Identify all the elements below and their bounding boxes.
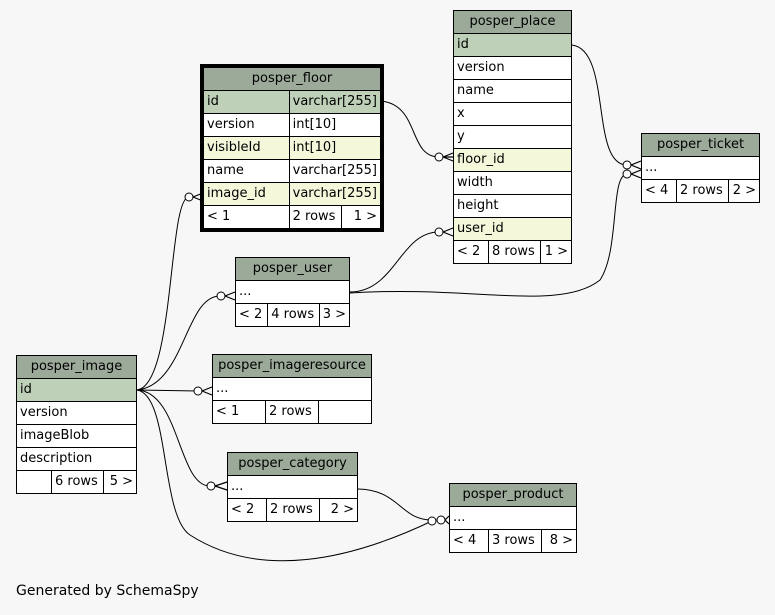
- table-title: posper_imageresource: [212, 354, 372, 378]
- column-name: x: [453, 102, 572, 126]
- row-count: 3 rows: [488, 529, 542, 553]
- column-name: version: [16, 401, 137, 425]
- column-name: user_id: [453, 217, 572, 241]
- column-name: id: [453, 33, 572, 57]
- column-name: id: [16, 378, 137, 402]
- table-title: posper_place: [453, 10, 572, 34]
- table-title: posper_image: [16, 355, 137, 379]
- children-count[interactable]: 1 >: [540, 240, 572, 264]
- column-type: varchar[255]: [288, 182, 382, 206]
- column-name: description: [16, 447, 137, 471]
- edge-image-imageresource: [136, 389, 199, 392]
- children-count[interactable]: 5 >: [103, 470, 137, 494]
- column-name: y: [453, 125, 572, 149]
- generated-by-caption: Generated by SchemaSpy: [16, 583, 199, 599]
- parents-count[interactable]: < 1: [212, 400, 266, 424]
- edge-user-place: [349, 231, 440, 293]
- column-name: ...: [641, 156, 760, 180]
- table-title: posper_ticket: [641, 133, 760, 157]
- children-count[interactable]: 8 >: [541, 529, 577, 553]
- column-type: varchar[255]: [288, 90, 382, 114]
- edge-place-ticket: [571, 44, 628, 166]
- column-name: ...: [227, 475, 358, 499]
- column-type: int[10]: [288, 113, 382, 137]
- column-name: ...: [449, 506, 577, 530]
- children-count[interactable]: 1 >: [340, 205, 382, 229]
- table-posper-image[interactable]: posper_image id version imageBlob descri…: [16, 355, 137, 494]
- row-count: 4 rows: [267, 303, 320, 327]
- children-count[interactable]: 2 >: [319, 498, 358, 522]
- parents-count[interactable]: < 2: [453, 240, 489, 264]
- parents-count[interactable]: < 2: [227, 498, 267, 522]
- parents-count[interactable]: [16, 470, 52, 494]
- row-count: 8 rows: [488, 240, 541, 264]
- parents-count[interactable]: < 2: [234, 303, 269, 327]
- column-name: version: [203, 113, 290, 137]
- edge-image-floor: [136, 196, 190, 391]
- column-name: floor_id: [453, 148, 572, 172]
- parents-count[interactable]: < 4: [641, 179, 677, 203]
- children-count[interactable]: 3 >: [318, 303, 351, 327]
- column-name: height: [453, 194, 572, 218]
- row-count: 2 rows: [266, 498, 320, 522]
- edge-user-ticket: [349, 173, 628, 297]
- row-count: 2 rows: [265, 400, 319, 424]
- column-name: ...: [212, 377, 372, 401]
- column-name: id: [203, 90, 290, 114]
- edge-category-product: [357, 488, 433, 521]
- row-count: 2 rows: [676, 179, 729, 203]
- children-count[interactable]: [318, 400, 372, 424]
- column-type: int[10]: [288, 136, 382, 160]
- table-title: posper_product: [449, 483, 577, 507]
- column-name: version: [453, 56, 572, 80]
- column-name: width: [453, 171, 572, 195]
- table-title: posper_user: [235, 257, 350, 281]
- edge-image-user: [136, 295, 221, 391]
- column-name: image_id: [203, 182, 290, 206]
- column-name: imageBlob: [16, 424, 137, 448]
- column-name: name: [203, 159, 290, 183]
- row-count: 6 rows: [51, 470, 104, 494]
- table-title: posper_floor: [203, 67, 381, 91]
- column-name: ...: [235, 280, 350, 304]
- row-count: 2 rows: [288, 205, 342, 229]
- column-name: visibleId: [203, 136, 290, 160]
- parents-count[interactable]: < 4: [449, 529, 489, 553]
- column-type: varchar[255]: [288, 159, 382, 183]
- table-posper-place[interactable]: posper_place id version name x y floor_i…: [453, 10, 572, 264]
- edge-floor-place: [380, 100, 440, 158]
- parents-count[interactable]: < 1: [203, 205, 290, 229]
- column-name: name: [453, 79, 572, 103]
- edge-image-product: [136, 389, 433, 562]
- edge-image-category: [136, 389, 211, 487]
- table-title: posper_category: [227, 452, 358, 476]
- children-count[interactable]: 2 >: [728, 179, 760, 203]
